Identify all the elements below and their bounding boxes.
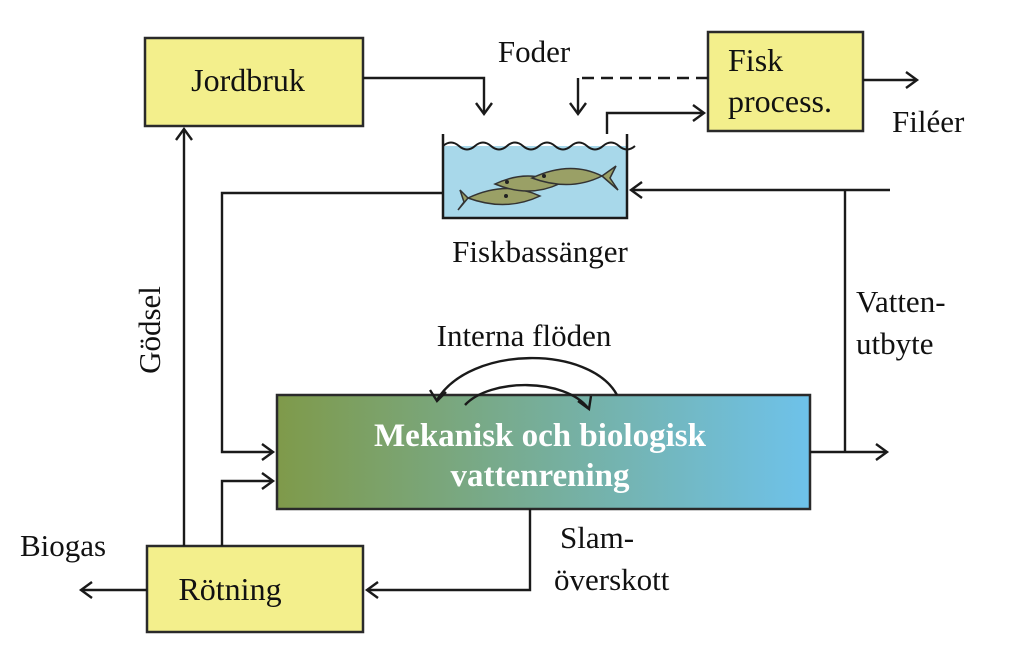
fillet-arrow <box>863 71 920 89</box>
biogas-arrow <box>78 581 147 599</box>
biogas-label: Biogas <box>20 528 106 563</box>
fisk-process-box: Fisk process. <box>706 30 865 133</box>
water-exchange-arrow <box>628 181 890 452</box>
manure-label: Gödsel <box>132 286 167 374</box>
fisk-process-label-line2: process. <box>728 83 832 119</box>
water-exchange-label-line2: utbyte <box>856 326 934 361</box>
rotning-box: Rötning <box>145 544 365 634</box>
water-exchange-label-line1: Vatten- <box>856 284 946 319</box>
fish-icon <box>530 165 619 191</box>
fish-icon <box>457 187 542 211</box>
fish-tank-icon <box>441 134 636 220</box>
digester-return-arrow <box>220 472 276 546</box>
tank-outflow-arrow <box>220 191 443 461</box>
sludge-label-line1: Slam- <box>560 520 634 555</box>
process-return-arrow <box>569 76 708 117</box>
purification-unit: Mekanisk och biologisk vattenrening <box>275 393 812 511</box>
feed-label: Foder <box>498 34 571 69</box>
sludge-label-line2: överskott <box>554 562 670 597</box>
harvest-arrow <box>605 104 707 134</box>
purifier-title-line1: Mekanisk och biologisk <box>374 418 707 454</box>
jordbruk-box: Jordbruk <box>143 36 365 128</box>
rotning-label: Rötning <box>178 571 281 607</box>
internal-flow-arrows <box>428 356 619 412</box>
tank-label: Fiskbassänger <box>452 234 628 269</box>
manure-arrow <box>175 126 193 546</box>
jordbruk-label: Jordbruk <box>191 62 305 98</box>
sludge-arrow <box>364 509 532 599</box>
fisk-process-label-line1: Fisk <box>728 42 783 78</box>
feed-arrow <box>363 76 493 117</box>
internal-flows-label: Interna flöden <box>437 318 612 353</box>
water-outlet-arrow <box>810 443 890 461</box>
purifier-title-line2: vattenrening <box>450 458 630 494</box>
fillets-label: Filéer <box>892 104 965 139</box>
